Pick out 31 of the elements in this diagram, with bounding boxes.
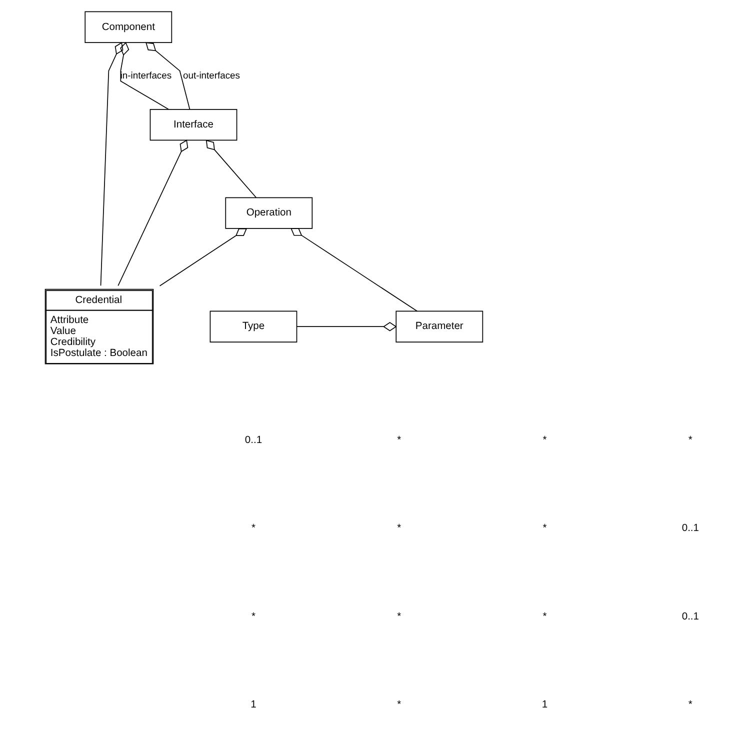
label: 1: [541, 700, 548, 711]
label: *: [542, 523, 546, 534]
label: 0..1: [681, 611, 698, 622]
connector: [296, 322, 396, 332]
label: *: [250, 523, 255, 534]
node-box: Type: [209, 310, 297, 342]
node-box: Operation: [224, 197, 312, 229]
node-box: Parameter: [395, 310, 483, 342]
connector: [205, 140, 256, 198]
connector: [117, 140, 188, 286]
connector: [158, 228, 247, 286]
node-box: Component: [84, 11, 172, 43]
label: *: [396, 523, 401, 534]
edge-label: out-interfaces: [182, 69, 240, 80]
connector: [290, 228, 418, 312]
connector: [144, 42, 190, 110]
label: 0..1: [681, 523, 698, 534]
label: *: [542, 434, 546, 446]
node-box: Interface: [149, 108, 237, 141]
label: *: [396, 700, 401, 711]
label: *: [396, 434, 401, 446]
label: *: [688, 434, 692, 446]
label: 0..1: [244, 434, 262, 446]
connector: [120, 42, 168, 110]
label: *: [250, 611, 255, 622]
label: *: [688, 700, 692, 711]
label: 1: [250, 700, 256, 711]
connector: [100, 42, 123, 286]
edge-label: in-interfaces: [120, 69, 172, 80]
label: *: [396, 611, 401, 622]
label: *: [542, 611, 546, 622]
